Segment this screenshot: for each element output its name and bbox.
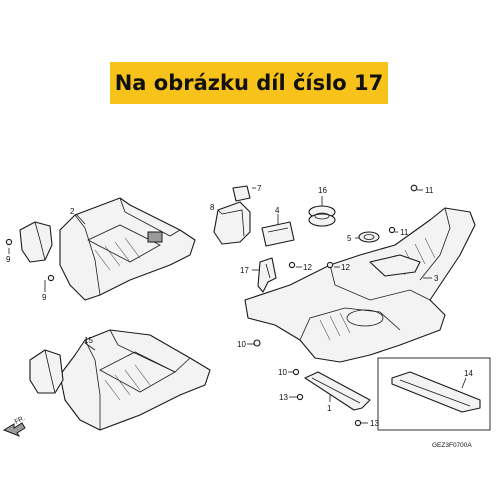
diagram-code: GEZ3F0700A — [432, 442, 472, 449]
direction-arrow-icon: FR. — [2, 415, 27, 438]
part-17-bracket[interactable] — [257, 257, 277, 293]
callout-12-right: 12 — [341, 263, 350, 272]
callout-2: 2 — [70, 207, 75, 216]
part-2-floor-panel-upper[interactable] — [19, 197, 196, 301]
banner-title: Na obrázku díl číslo 17 — [114, 71, 384, 95]
leader-lines — [8, 187, 467, 424]
part-16-rubber-ring[interactable] — [308, 205, 336, 227]
fastener-bolt-icon — [5, 184, 418, 427]
part-4-plate[interactable] — [261, 221, 295, 247]
callout-9-left: 9 — [6, 255, 11, 264]
callout-9-lower: 9 — [42, 293, 47, 302]
part-1-lower-stay[interactable] — [304, 371, 371, 411]
callout-13-left: 13 — [279, 393, 288, 402]
callout-10-lower: 10 — [278, 368, 287, 377]
callout-4: 4 — [275, 206, 280, 215]
callout-11-mid: 11 — [400, 228, 409, 237]
part-14-side-cover[interactable] — [377, 357, 491, 431]
callout-11-top: 11 — [425, 186, 434, 195]
title-banner: Na obrázku díl číslo 17 — [110, 62, 388, 104]
callout-labels: 2 9 9 15 3 7 8 4 16 5 17 12 12 10 10 13 … — [6, 184, 473, 428]
callout-14: 14 — [464, 369, 473, 378]
part-15-floor-panel-lower[interactable] — [29, 329, 211, 431]
callout-10-left: 10 — [237, 340, 246, 349]
callout-7: 7 — [257, 184, 262, 193]
callout-13-right: 13 — [370, 419, 379, 428]
callout-15: 15 — [84, 336, 93, 345]
callout-12-left: 12 — [303, 263, 312, 272]
callout-8: 8 — [210, 203, 215, 212]
callout-16: 16 — [318, 186, 327, 195]
part-8-storage-bracket[interactable] — [213, 201, 251, 245]
part-7-cap[interactable] — [232, 185, 251, 202]
direction-label: FR. — [14, 415, 27, 426]
callout-3: 3 — [434, 274, 439, 283]
callout-1: 1 — [327, 404, 332, 413]
callout-17: 17 — [240, 266, 249, 275]
callout-5: 5 — [347, 234, 352, 243]
part-3-main-floor[interactable] — [244, 207, 476, 363]
part-5-grommet[interactable] — [358, 231, 380, 243]
